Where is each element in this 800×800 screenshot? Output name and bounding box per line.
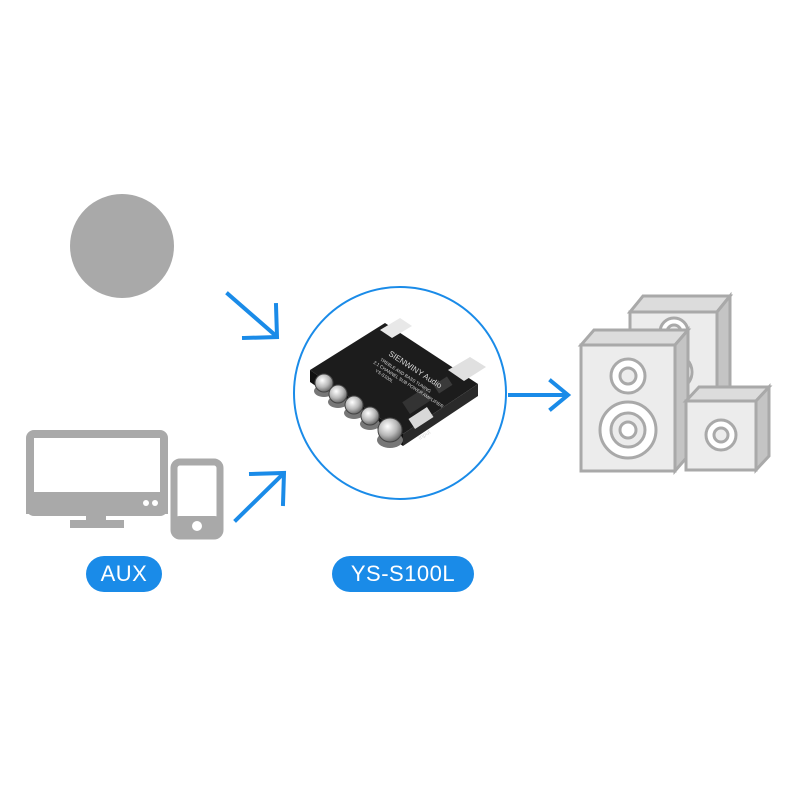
input-port <box>408 406 434 430</box>
knob-large[interactable] <box>377 417 403 448</box>
speaker-front <box>577 325 692 476</box>
knob[interactable] <box>328 384 348 408</box>
arrow-to-board-top <box>225 291 280 341</box>
model-label: YS-S100L <box>332 556 474 592</box>
knob[interactable] <box>360 406 380 430</box>
board-knobs <box>314 373 403 448</box>
terminal-block <box>380 318 412 338</box>
knob[interactable] <box>344 395 364 419</box>
board-chip <box>402 388 432 414</box>
arrow-to-speakers <box>508 378 572 412</box>
gray-circle-icon <box>70 194 174 298</box>
aux-label: AUX <box>86 556 162 592</box>
arrow-icon <box>225 291 572 523</box>
input-jack <box>448 357 486 381</box>
arrow-to-board-bottom <box>233 470 287 523</box>
monitor-icon <box>26 430 168 528</box>
smartphone-icon <box>170 458 224 540</box>
board-chip-2 <box>433 376 453 394</box>
speaker-small <box>682 383 773 474</box>
speaker-stack-icon <box>577 291 773 476</box>
